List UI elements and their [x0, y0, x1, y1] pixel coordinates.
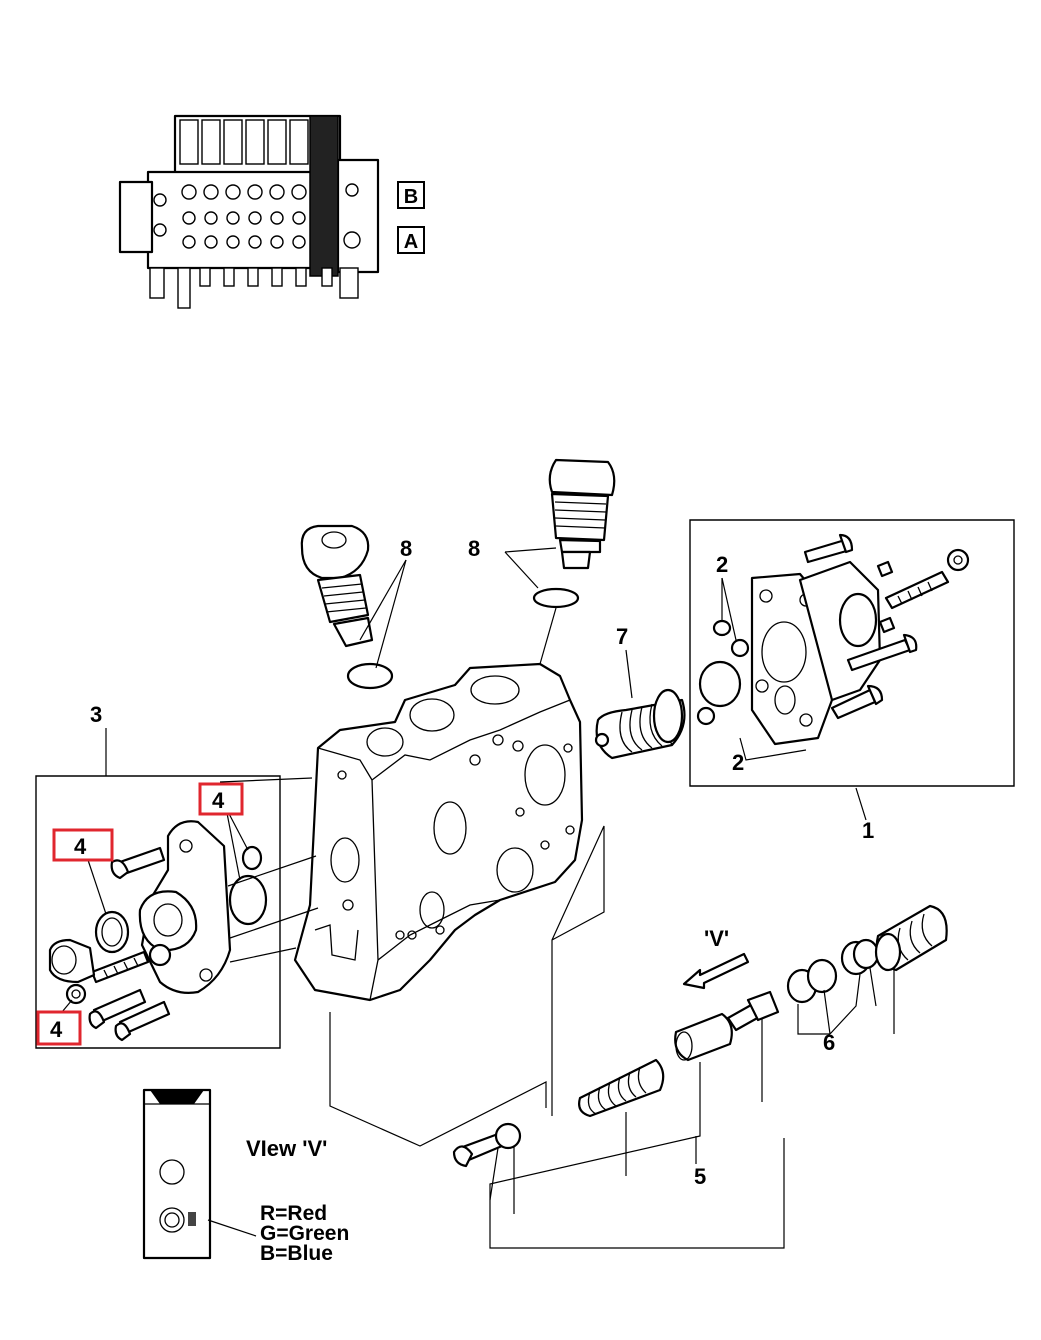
overview-label-b: B	[404, 186, 418, 208]
spool-parts	[452, 904, 948, 1168]
callout-labels: 1 2 2 3 4 4 4 5 6 7 8 8	[50, 536, 874, 1189]
legend-green: G=Green	[260, 1222, 349, 1245]
legend-blue: B=Blue	[260, 1242, 333, 1265]
plug-8-left	[300, 524, 394, 690]
valve-section-body	[293, 662, 584, 1002]
callout-7: 7	[616, 624, 628, 649]
leader-lines	[61, 547, 895, 1249]
callout-2-bottom: 2	[732, 750, 744, 775]
valve-bank-overview: B A	[118, 114, 425, 309]
view-direction-marker: 'V'	[704, 926, 729, 951]
color-legend: R=Red G=Green B=Blue	[260, 1202, 349, 1265]
callout-5: 5	[694, 1164, 706, 1189]
end-cover-3	[48, 820, 268, 1042]
callout-4-upper: 4	[212, 788, 225, 813]
callout-8-left: 8	[400, 536, 412, 561]
callout-3: 3	[90, 702, 102, 727]
callout-4-middle: 4	[74, 834, 87, 859]
assembly-boxes	[35, 519, 1015, 1049]
callout-8-right: 8	[468, 536, 480, 561]
callout-2-top: 2	[716, 552, 728, 577]
callout-6: 6	[823, 1030, 835, 1055]
view-v-panel	[142, 1088, 212, 1260]
callout-4-lower: 4	[50, 1017, 63, 1042]
plug-8-top	[532, 458, 616, 609]
legend-red: R=Red	[260, 1202, 327, 1225]
overview-label-a: A	[404, 231, 418, 253]
callout-1: 1	[862, 818, 874, 843]
relief-kit-1	[696, 533, 970, 746]
view-title: VIew 'V'	[246, 1136, 327, 1161]
cartridge-7	[594, 688, 686, 760]
highlight-boxes	[36, 782, 244, 1046]
